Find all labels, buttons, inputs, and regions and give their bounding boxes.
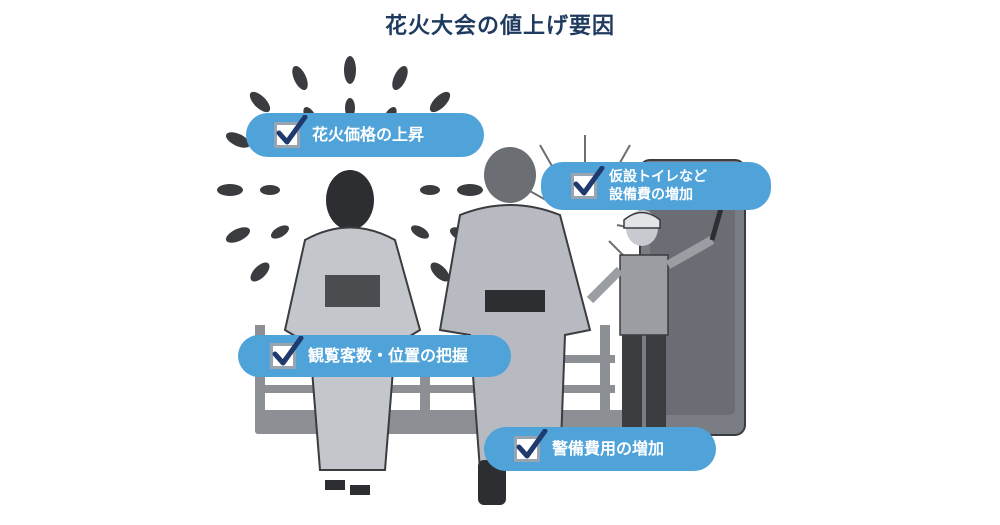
label-security: 警備費用の増加 — [484, 427, 716, 471]
woman-figure — [283, 170, 422, 495]
label-facilities: 仮設トイレなど 設備費の増加 — [541, 162, 771, 210]
page-title: 花火大会の値上げ要因 — [384, 14, 615, 39]
man-figure — [438, 147, 592, 505]
label-fireworks-price: 花火価格の上昇 — [246, 113, 484, 157]
checkbox-checked-icon — [571, 166, 605, 199]
checkbox-checked-icon — [274, 115, 308, 148]
label-text: 花火価格の上昇 — [312, 125, 425, 144]
security-guard-figure — [586, 204, 725, 455]
label-text: 警備費用の増加 — [552, 439, 665, 458]
label-visitors: 観覧客数・位置の把握 — [238, 335, 511, 377]
checkbox-checked-icon — [270, 336, 304, 369]
label-text: 仮設トイレなど 設備費の増加 — [609, 169, 707, 203]
checkbox-checked-icon — [514, 429, 548, 462]
label-text: 観覧客数・位置の把握 — [308, 346, 469, 365]
